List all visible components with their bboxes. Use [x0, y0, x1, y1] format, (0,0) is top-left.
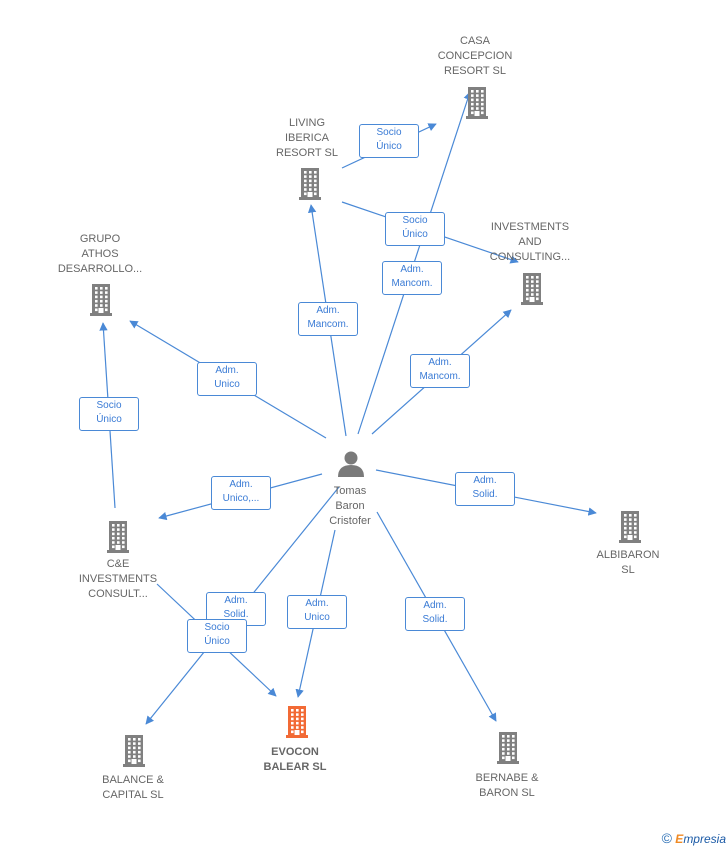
brand-initial: E — [675, 832, 684, 846]
relation-label-line: Solid. — [422, 614, 448, 625]
company-label-line: BARON SL — [479, 787, 535, 799]
relation-label-line: Único — [204, 636, 230, 647]
relation-label-line: Adm. — [428, 357, 452, 368]
relation-label-line: Mancom. — [419, 371, 461, 382]
relation-label-line: Adm. — [473, 475, 497, 486]
brand-rest: mpresia — [683, 832, 726, 846]
company-label-line: LIVING — [288, 117, 326, 129]
relation-label-line: Adm. — [224, 595, 248, 606]
relation-label-line: Adm. — [400, 264, 424, 275]
person-name-line: Cristofer — [329, 515, 371, 527]
company-label-casa[interactable]: CASA CONCEPCION RESORT SL — [415, 34, 535, 79]
company-label-grupo[interactable]: GRUPO ATHOS DESARROLLO... — [40, 232, 160, 277]
company-label-line: IBERICA — [284, 132, 329, 144]
building-icon[interactable] — [497, 732, 519, 764]
empresia-watermark: © Empresia — [662, 830, 726, 846]
relation-label-line: Solid. — [223, 609, 249, 620]
company-label-line: RESORT SL — [276, 147, 338, 159]
relation-label-line: Adm. — [229, 479, 253, 490]
company-label-ce[interactable]: C&E INVESTMENTS CONSULT... — [58, 557, 178, 602]
building-icon[interactable] — [286, 706, 308, 738]
company-label-line: AND — [518, 236, 542, 248]
relation-label[interactable]: Adm. Mancom. — [298, 302, 358, 336]
company-label-line: ALBIBARON — [596, 549, 660, 561]
relation-label-line: Unico,... — [222, 493, 260, 504]
person-name-line: Tomas — [333, 485, 367, 497]
relation-label-line: Unico — [214, 379, 240, 390]
company-label-line: GRUPO — [79, 233, 121, 245]
relation-label-line: Solid. — [472, 489, 498, 500]
company-label-line: INVESTMENTS — [78, 573, 158, 585]
relation-label[interactable]: Adm. Mancom. — [410, 354, 470, 388]
relation-label-line: Socio — [376, 127, 402, 138]
relation-label[interactable]: Adm. Solid. — [455, 472, 515, 506]
relation-label-line: Socio — [96, 400, 122, 411]
company-label-line: BERNABE & — [475, 772, 539, 784]
relation-label-line: Único — [96, 414, 122, 425]
relation-label[interactable]: Adm. Unico — [287, 595, 347, 629]
company-label-line: BALEAR SL — [263, 761, 327, 773]
company-label-line: RESORT SL — [444, 65, 506, 77]
copyright-symbol: © — [661, 830, 672, 846]
company-label-line: CASA — [460, 35, 490, 47]
edge-line — [237, 486, 340, 613]
building-icon[interactable] — [299, 168, 321, 200]
company-label-line: CONSULT... — [88, 588, 148, 600]
relation-label-line: Adm. — [316, 305, 340, 316]
building-icon[interactable] — [123, 735, 145, 767]
company-label-investments[interactable]: INVESTMENTS AND CONSULTING... — [470, 220, 590, 265]
company-label-line: CAPITAL SL — [102, 789, 164, 801]
relation-label[interactable]: Adm. Mancom. — [382, 261, 442, 295]
relation-label-line: Socio — [204, 622, 230, 633]
relation-label-line: Adm. — [423, 600, 447, 611]
person-icon[interactable] — [338, 451, 364, 478]
relation-label-line: Socio — [402, 215, 428, 226]
company-label-line: CONCEPCION — [437, 50, 513, 62]
company-label-bernabe[interactable]: BERNABE & BARON SL — [447, 771, 567, 801]
company-label-line: BALANCE & — [102, 774, 164, 786]
building-icon[interactable] — [619, 511, 641, 543]
relation-label-line: Mancom. — [391, 278, 433, 289]
relation-label-line: Adm. — [305, 598, 329, 609]
company-label-line: ATHOS — [81, 248, 119, 260]
relation-label-line: Único — [402, 229, 428, 240]
company-label-line: EVOCON — [271, 746, 319, 758]
building-icon[interactable] — [90, 284, 112, 316]
company-label-line: INVESTMENTS — [490, 221, 570, 233]
relation-label-line: Mancom. — [307, 319, 349, 330]
company-label-line: C&E — [106, 558, 130, 570]
building-icon[interactable] — [521, 273, 543, 305]
relation-label[interactable]: Adm. Unico — [197, 362, 257, 396]
company-label-albibaron[interactable]: ALBIBARON SL — [568, 548, 688, 578]
relation-label[interactable]: Adm. Unico,... — [211, 476, 271, 510]
person-name-line: Baron — [335, 500, 365, 512]
company-label-evocon[interactable]: EVOCON BALEAR SL — [235, 745, 355, 775]
relation-label[interactable]: Adm. Solid. — [405, 597, 465, 631]
building-icon[interactable] — [466, 87, 488, 119]
relation-label-line: Único — [376, 141, 402, 152]
company-label-line: DESARROLLO... — [57, 263, 143, 275]
company-label-line: SL — [621, 564, 635, 576]
company-label-balance[interactable]: BALANCE & CAPITAL SL — [73, 773, 193, 803]
building-icon[interactable] — [107, 521, 129, 553]
relation-label-line: Adm. — [215, 365, 239, 376]
company-label-living[interactable]: LIVING IBERICA RESORT SL — [247, 116, 367, 161]
company-label-line: CONSULTING... — [489, 251, 571, 263]
relation-label-line: Unico — [304, 612, 330, 623]
